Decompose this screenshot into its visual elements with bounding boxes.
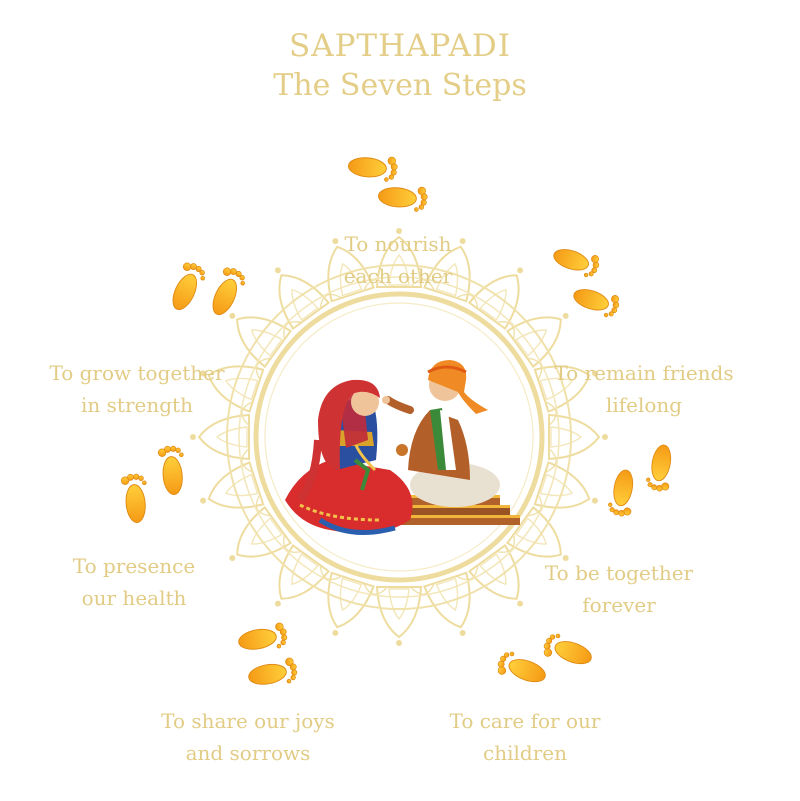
page-subtitle: The Seven Steps [273,68,527,103]
mandala-petal [236,505,293,558]
mandala-scallop [410,582,435,595]
mandala-petal-inner [388,588,410,621]
mandala-scallop [283,534,302,553]
mandala-petal-inner [224,473,259,497]
mandala-dot [396,228,402,234]
mandala-dot [562,555,569,562]
mandala-dot [517,267,524,274]
mandala-dot [591,370,598,377]
mandala-petal [423,571,471,629]
page-title: SAPTHAPADI [288,28,512,64]
footprints-step-1 [346,152,429,213]
mandala-petal [423,245,471,303]
mandala-scallop [363,279,388,292]
mandala-scallop [544,448,557,473]
mandala-petal [533,365,591,413]
mandala-dot [562,312,569,319]
mandala-scallop [363,582,388,595]
mandala-petal [278,543,331,600]
mandala-scallop [544,401,557,426]
mandala-scallop [456,293,479,309]
mandala-petal [197,413,250,461]
mandala-dot [274,267,281,274]
mandala-petal [278,274,331,331]
mandala-petal-inner [539,473,574,497]
mandala-dot [591,497,598,504]
mandala-petal [207,461,265,509]
mandala-scallop [241,401,254,426]
mandala-dot [332,238,339,245]
mandala-dot [229,555,236,562]
mandala-scallop [319,293,342,309]
mandala-dot [396,640,402,646]
mandala-petal-inner [339,577,363,612]
mandala-scallop [527,357,543,380]
mandala-petal [533,461,591,509]
mandala-dot [200,497,207,504]
mandala-dot [459,629,466,636]
mandala-petal [327,245,375,303]
mandala-dot [459,238,466,245]
mandala-scallop [255,357,271,380]
mandala-petal [375,235,423,288]
mandala-petal [467,543,520,600]
mandala-scallop [527,494,543,517]
mandala-dot [332,629,339,636]
mandala-dot [229,312,236,319]
footprints-step-4 [494,630,596,690]
mandala-dot [602,434,608,440]
mandala-scallop [255,494,271,517]
mandala-dot [517,600,524,607]
mandala-petal [467,274,520,331]
mandala-petal [375,586,423,639]
mandala-petal-inner [215,426,248,448]
mandala-petal [327,571,375,629]
mandala-petal [548,413,601,461]
mandala-petal [505,316,562,369]
mandala-scallop [319,565,342,581]
mandala-petal [207,365,265,413]
mandala-scallop [241,448,254,473]
mandala-dot [274,600,281,607]
footprints-step-6 [120,444,188,525]
mandala-scallop [410,279,435,292]
footprints-step-7 [165,259,249,320]
wedding-couple-illustration [285,360,520,535]
mandala-petal-inner [550,426,583,448]
footprints-step-2 [549,242,622,321]
mandala-scallop [456,565,479,581]
footprints-step-3 [606,442,677,519]
footprints-step-5 [236,621,300,691]
mandala-scallop [496,321,515,340]
mandala-scallop [283,321,302,340]
mandala-dot [200,370,207,377]
mandala-petal [505,505,562,558]
mandala-scallop [496,534,515,553]
mandala-dot [190,434,196,440]
mandala-petal [236,316,293,369]
mandala-petal-inner [435,577,459,612]
